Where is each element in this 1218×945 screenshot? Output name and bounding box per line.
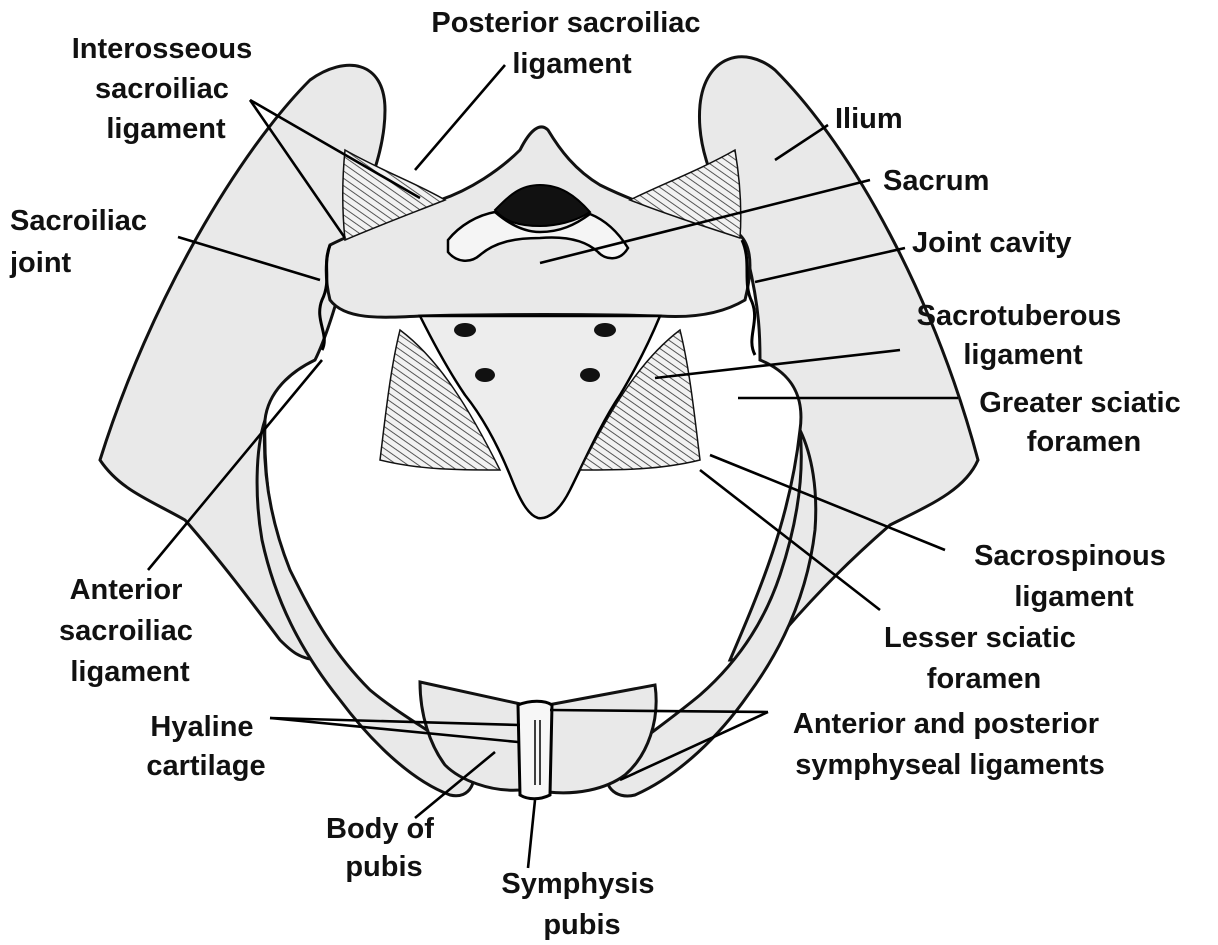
label-symphysis-pubis: Symphysis pubis [501,868,662,941]
label-posterior-sacroiliac-ligament: Posterior sacroiliac ligament [431,7,708,80]
label-sacrospinous-ligament: Sacrospinous ligament [974,540,1174,613]
label-joint-cavity: Joint cavity [912,227,1072,259]
sacral-foramen-1 [454,323,476,337]
sacral-foramen-4 [580,368,600,382]
label-sacroiliac-joint: Sacroiliac joint [9,205,155,279]
label-interosseous-sacroiliac-ligament: Interosseous sacroiliac ligament [72,33,261,145]
leader-symphysis-pubis [528,800,535,868]
leader-posterior-sacroiliac [415,65,505,170]
label-body-of-pubis: Body of pubis [326,813,442,883]
label-lesser-sciatic-foramen: Lesser sciatic foramen [884,622,1084,695]
label-ilium: Ilium [835,103,903,135]
label-greater-sciatic-foramen: Greater sciatic foramen [979,387,1189,458]
label-anterior-sacroiliac-ligament: Anterior sacroiliac ligament [59,574,201,688]
label-anterior-posterior-symphyseal-ligaments: Anterior and posterior symphyseal ligame… [793,708,1107,781]
right-ilium [699,57,978,660]
label-hyaline-cartilage: Hyaline cartilage [146,711,265,782]
pelvis-bones [100,57,978,799]
label-sacrotuberous-ligament: Sacrotuberous ligament [917,300,1130,371]
sacral-foramen-3 [475,368,495,382]
label-sacrum: Sacrum [883,165,989,197]
sacral-foramen-2 [594,323,616,337]
